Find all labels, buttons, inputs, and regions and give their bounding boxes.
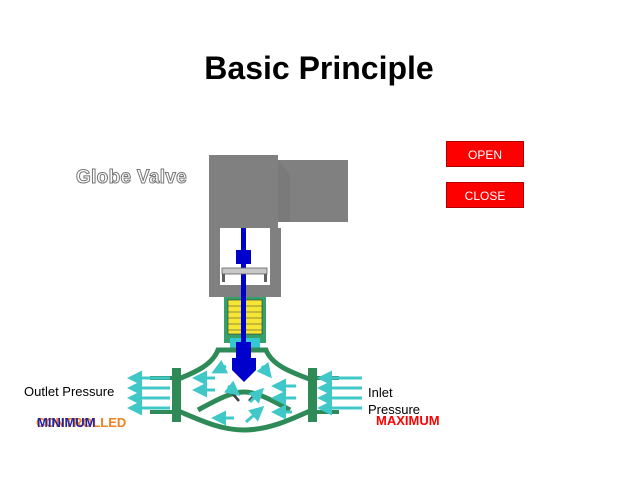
inner-arrow-3 xyxy=(211,359,229,374)
inlet-pressure-label: Inlet Pressure xyxy=(368,385,421,417)
travel-indicator xyxy=(221,267,268,275)
inlet-state-maximum: MAXIMUM xyxy=(376,413,440,428)
actuator-bevel xyxy=(278,160,290,222)
inner-arrow-8 xyxy=(248,387,265,404)
outlet-flange xyxy=(172,368,181,422)
valve-name-label: Globe Valve xyxy=(75,167,188,189)
flow-arrows xyxy=(127,359,362,426)
plug-collar xyxy=(236,342,251,358)
inner-arrow-11 xyxy=(245,406,265,424)
stem-connector xyxy=(236,250,251,264)
page-title: Basic Principle xyxy=(204,50,434,86)
inlet-flange xyxy=(308,368,317,422)
stem-assembly xyxy=(221,228,268,382)
yoke-right-leg xyxy=(270,228,281,296)
indicator-post-right xyxy=(264,274,267,282)
valve-plug xyxy=(232,358,256,382)
outlet-pressure-label: Outlet Pressure xyxy=(24,384,115,399)
body-partition xyxy=(196,389,292,413)
inner-arrow-9 xyxy=(223,380,241,396)
body-lower-outline xyxy=(175,407,314,433)
outlet-pipe-bottom xyxy=(150,410,172,414)
close-button[interactable]: CLOSE xyxy=(446,182,524,208)
open-button[interactable]: OPEN xyxy=(446,141,524,167)
inlet-pipe-bottom xyxy=(317,410,339,414)
inner-arrow-10 xyxy=(256,361,272,379)
indicator-post-left xyxy=(222,274,225,282)
outlet-state-controlled: CONTROLLED xyxy=(36,415,127,430)
actuator xyxy=(209,155,348,297)
stem xyxy=(241,228,246,353)
actuator-block-left xyxy=(209,155,278,228)
yoke-left-leg xyxy=(209,228,220,296)
outlet-state-minimum: MINIMUM xyxy=(37,415,96,430)
